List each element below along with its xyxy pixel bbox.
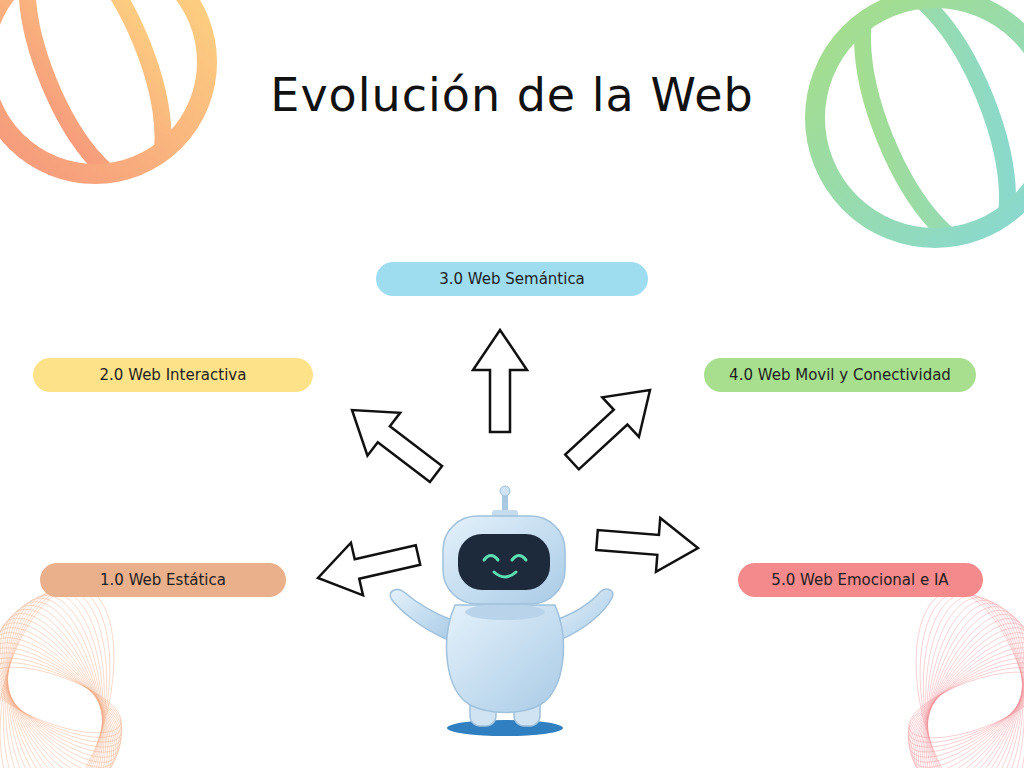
arrow-icon [318, 543, 420, 596]
stage-label: 1.0 Web Estática [100, 571, 226, 589]
arrow-icon [352, 410, 442, 482]
diagram-title: Evolución de la Web [0, 68, 1024, 122]
arrow-icon [473, 330, 527, 432]
stage-pill: 4.0 Web Movil y Conectividad [704, 358, 976, 392]
decorative-lines [893, 579, 1024, 768]
arrow-icon [565, 390, 650, 469]
stage-pill: 2.0 Web Interactiva [33, 358, 313, 392]
stage-label: 4.0 Web Movil y Conectividad [729, 366, 951, 384]
stage-label: 3.0 Web Semántica [439, 270, 585, 288]
stage-label: 5.0 Web Emocional e IA [771, 571, 948, 589]
stage-pill: 5.0 Web Emocional e IA [738, 563, 983, 597]
decorative-lines [0, 574, 137, 768]
stage-label: 2.0 Web Interactiva [100, 366, 247, 384]
arrow-icon [596, 518, 698, 572]
globe-icon [0, 0, 267, 234]
globe-icon [753, 0, 1024, 300]
robot-illustration [390, 486, 613, 736]
stage-pill: 3.0 Web Semántica [376, 262, 648, 296]
stage-pill: 1.0 Web Estática [40, 563, 286, 597]
